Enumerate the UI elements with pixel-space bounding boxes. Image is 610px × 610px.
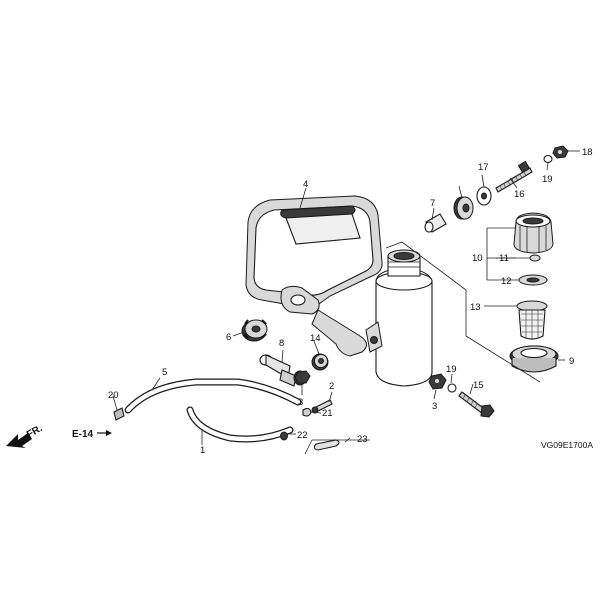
- callout-9: 9: [569, 356, 574, 367]
- callout-17: 17: [478, 162, 489, 173]
- callout-6-left: 6: [226, 332, 231, 343]
- front-direction-arrow: FR.: [6, 423, 45, 448]
- callout-10: 10: [472, 253, 483, 264]
- callout-15: 15: [473, 380, 484, 391]
- callout-14: 14: [310, 333, 321, 344]
- callout-8: 8: [279, 338, 284, 349]
- fuel-cap: [513, 212, 554, 254]
- callout-3-right: 3: [432, 401, 437, 412]
- callout-23: 23: [357, 434, 368, 445]
- callout-5: 5: [162, 367, 167, 378]
- fuel-tank: [245, 195, 383, 357]
- grommet-14: [311, 353, 329, 371]
- callout-12: 12: [501, 276, 512, 287]
- callout-16: 16: [514, 189, 525, 200]
- callout-21: 21: [322, 408, 333, 419]
- clip-21: [302, 407, 312, 417]
- leader-lines: [112, 150, 580, 445]
- callout-labels: 1 2 3 3 4 5 6 7 8 9 10 11 12 13 14 15 16…: [108, 147, 593, 456]
- cap-gasket-12: [518, 274, 548, 286]
- washer-17: [476, 186, 492, 206]
- clip-23: [304, 439, 370, 455]
- tank-ring-9: [509, 345, 559, 373]
- nut-3-right: [428, 373, 447, 390]
- clip-2: [311, 399, 333, 414]
- callout-3-left: 3: [298, 397, 303, 408]
- fuel-tube-1: [186, 406, 294, 443]
- clamp-20: [113, 407, 125, 421]
- nut-18: [552, 145, 569, 159]
- callout-19-top: 19: [542, 174, 553, 185]
- fuel-tube-5: [124, 378, 302, 414]
- callout-7: 7: [430, 198, 435, 209]
- bolt-15: [458, 391, 495, 418]
- stud-16: [495, 160, 533, 193]
- callout-2: 2: [329, 381, 334, 392]
- callout-4: 4: [303, 179, 308, 190]
- washer-19-right: [447, 383, 457, 393]
- diagram-code: VG09E1700A: [541, 440, 593, 450]
- ref-label: E-14: [72, 429, 94, 440]
- fuel-strainer-13: [516, 300, 548, 340]
- callout-1: 1: [200, 445, 205, 456]
- callout-19-right: 19: [446, 364, 457, 375]
- cushion-6-left: [241, 319, 268, 342]
- nut-3-left: [294, 370, 311, 384]
- callout-22: 22: [297, 430, 308, 441]
- callout-20: 20: [108, 390, 119, 401]
- reference-e14: E-14: [72, 429, 112, 440]
- cushion-6-top: [453, 196, 474, 220]
- clamp-22: [280, 431, 288, 441]
- callout-11: 11: [499, 253, 509, 264]
- washer-19-top: [543, 154, 553, 164]
- fuel-filter-cup: [365, 249, 433, 387]
- callout-18: 18: [582, 147, 593, 158]
- direction-label: FR.: [25, 423, 45, 441]
- cap-seal-11: [529, 254, 541, 262]
- callout-13: 13: [470, 302, 481, 313]
- grommet-7: [424, 213, 447, 233]
